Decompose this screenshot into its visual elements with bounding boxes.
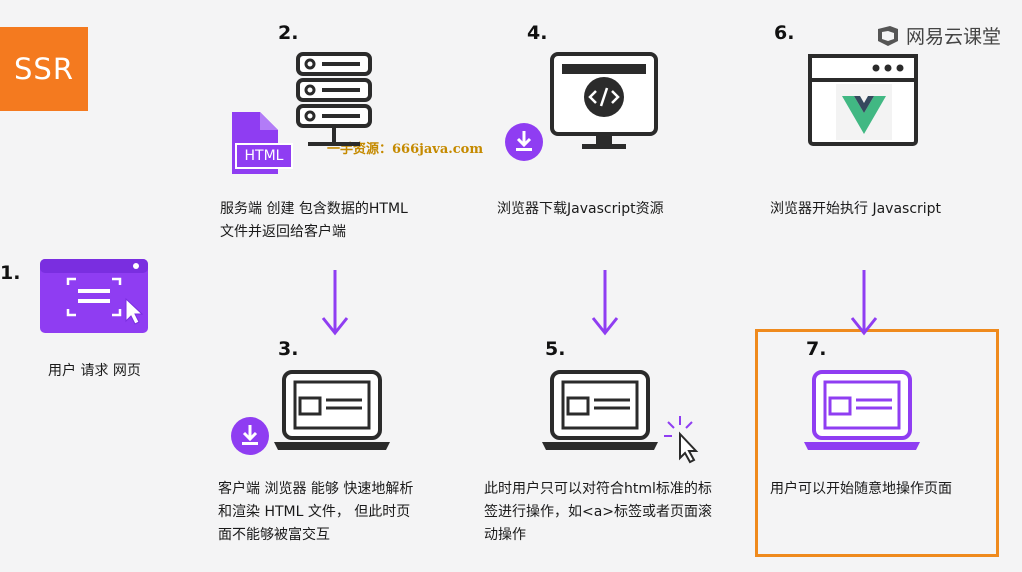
- step-2-number: 2.: [278, 22, 299, 44]
- step-2-line-1: 服务端 创建 包含数据的HTML: [220, 201, 408, 217]
- step-4-number: 4.: [527, 22, 548, 44]
- ssr-logo: SSR: [0, 27, 88, 111]
- arrow-2-to-3: [320, 270, 350, 336]
- step-5-line-3: 动操作: [484, 527, 526, 543]
- step-3-text: 客户端 浏览器 能够 快速地解析 和渲染 HTML 文件， 但此时页 面不能够被…: [218, 478, 413, 547]
- step-5-number: 5.: [545, 338, 566, 360]
- browser-vue-icon: [808, 54, 920, 148]
- laptop-download-icon: [228, 370, 398, 460]
- step-7-number: 7.: [806, 338, 827, 360]
- laptop-click-icon: [538, 370, 708, 465]
- arrow-4-to-5: [590, 270, 620, 336]
- step-2-text: 服务端 创建 包含数据的HTML 文件并返回给客户端: [220, 198, 408, 244]
- step-3-number: 3.: [278, 338, 299, 360]
- step-2-line-2: 文件并返回给客户端: [220, 224, 346, 240]
- step-5-line-1: 此时用户只可以对符合html标准的标: [484, 481, 712, 497]
- brand-text: 网易云课堂: [906, 26, 1002, 48]
- netease-cloud-class-icon: [878, 25, 898, 46]
- monitor-code-icon: [504, 52, 664, 162]
- server-html-icon: HTML: [230, 52, 380, 177]
- browser-request-icon: [40, 259, 150, 335]
- step-3-line-1: 客户端 浏览器 能够 快速地解析: [218, 481, 414, 497]
- html-file-label: HTML: [244, 148, 284, 164]
- step-7-label: 用户可以开始随意地操作页面: [770, 481, 952, 497]
- brand: 网易云课堂: [876, 22, 1001, 49]
- step-5-line-2: 签进行操作，如<a>标签或者页面滚: [484, 504, 713, 520]
- step-4-label: 浏览器下载Javascript资源: [497, 201, 664, 217]
- arrow-6-to-7: [849, 270, 879, 336]
- watermark: 一手资源：666java.com: [327, 142, 484, 157]
- step-7-highlight: [755, 329, 999, 557]
- laptop-interactive-icon: [800, 370, 930, 455]
- step-6-label: 浏览器开始执行 Javascript: [770, 201, 942, 217]
- step-1-label: 用户 请求 网页: [48, 363, 141, 379]
- step-6-number: 6.: [774, 22, 795, 44]
- step-1-number: 1.: [0, 262, 21, 284]
- step-3-line-2: 和渲染 HTML 文件， 但此时页: [218, 504, 411, 520]
- step-3-line-3: 面不能够被富交互: [218, 527, 330, 543]
- step-5-text: 此时用户只可以对符合html标准的标 签进行操作，如<a>标签或者页面滚 动操作: [484, 478, 712, 547]
